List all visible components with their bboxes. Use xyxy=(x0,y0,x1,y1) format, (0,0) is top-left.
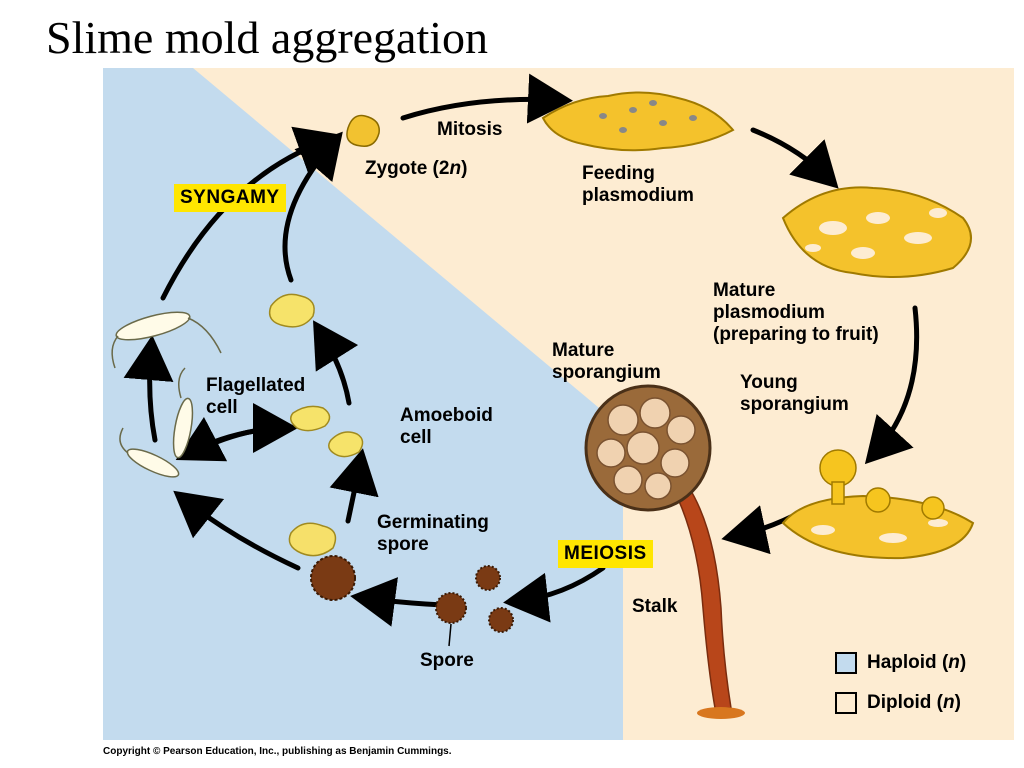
zygote-label: Zygote (2n) xyxy=(365,158,467,180)
arrow-germinating-to-amoeboid xyxy=(329,448,379,524)
haploid-label-close: ) xyxy=(959,652,967,673)
arrow-meiosis-to-spores xyxy=(503,565,606,623)
flagellated-cell xyxy=(172,397,194,459)
legend-haploid: Haploid (n) xyxy=(835,652,966,674)
haploid-label: Haploid (n) xyxy=(867,652,966,674)
mitosis-label: Mitosis xyxy=(437,119,503,140)
amoeboid-cell xyxy=(290,405,331,432)
arrow-syngamy-right xyxy=(282,131,343,283)
arrow-spores-to-germinating xyxy=(350,577,446,627)
diploid-swatch xyxy=(835,692,857,714)
diploid-label: Diploid (n) xyxy=(867,692,961,714)
spore xyxy=(435,592,467,624)
flagellated-cell xyxy=(115,311,191,341)
mature-sporangium-label: Mature sporangium xyxy=(552,340,661,383)
zygote-cell xyxy=(346,114,380,147)
haploid-label-text: Haploid ( xyxy=(867,652,949,673)
germinating-spore-label: Germinating spore xyxy=(377,512,489,555)
arrow-amoeboid-flagellated xyxy=(175,416,288,462)
arrow-flagellated-up xyxy=(123,335,174,443)
copyright: Copyright © Pearson Education, Inc., pub… xyxy=(103,746,452,757)
meiosis-label: MEIOSIS xyxy=(558,540,653,568)
diploid-label-text: Diploid ( xyxy=(867,692,943,713)
zygote-label-n: n xyxy=(449,158,462,179)
diploid-label-close: ) xyxy=(954,692,961,713)
zygote-label-text: Zygote (2 xyxy=(365,158,450,179)
haploid-swatch xyxy=(835,652,857,674)
young-sporangium-label: Young sporangium xyxy=(740,372,849,415)
flagellated-cell xyxy=(126,448,180,478)
zygote-label-end: ) xyxy=(461,158,468,179)
life-cycle-diagram xyxy=(103,68,1014,740)
young-sporangium-bulb xyxy=(819,449,857,487)
diploid-label-n: n xyxy=(942,692,955,713)
spore-label: Spore xyxy=(420,650,474,671)
feeding-plasmodium xyxy=(541,91,735,152)
arrow-feeding-to-mature xyxy=(750,127,839,189)
amoeboid-cell-label: Amoeboid cell xyxy=(400,405,493,448)
amoeboid-cell xyxy=(268,293,315,328)
legend-diploid: Diploid (n) xyxy=(835,692,961,714)
haploid-label-n: n xyxy=(948,652,960,673)
arrow-zygote-to-feeding xyxy=(400,73,573,124)
germinating-spore xyxy=(310,555,356,601)
arrow-germinating-to-flagellated xyxy=(173,490,301,571)
feeding-plasmodium-label: Feeding plasmodium xyxy=(582,163,694,206)
syngamy-label: SYNGAMY xyxy=(174,184,286,212)
mature-plasmodium xyxy=(781,186,972,278)
spore xyxy=(475,565,501,591)
spore xyxy=(488,607,514,633)
amoeboid-cell xyxy=(328,431,364,458)
slide-title: Slime mold aggregation xyxy=(46,12,489,63)
arrow-mature-to-young xyxy=(864,305,920,465)
mature-plasmodium-label: Mature plasmodium (preparing to fruit) xyxy=(713,280,879,345)
flagellated-cell-label: Flagellated cell xyxy=(206,375,306,418)
stalk-label: Stalk xyxy=(632,596,678,617)
arrow-amoeboid-up xyxy=(313,320,359,406)
